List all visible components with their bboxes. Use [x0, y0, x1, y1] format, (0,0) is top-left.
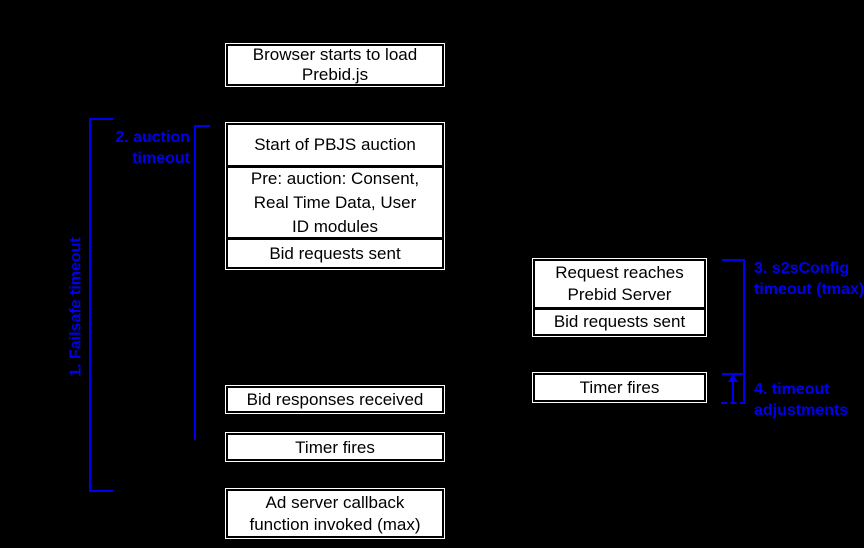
text-line: timeout (tmax)	[754, 281, 864, 298]
box-pre-auction-modules: Pre: auction: Consent, Real Time Data, U…	[228, 165, 442, 237]
text-line: Prebid.js	[301, 65, 369, 84]
text-line: Timer fires	[295, 437, 375, 457]
label-failsafe-timeout: 1. Failsafe timeout	[67, 237, 85, 377]
text-line: Request reaches	[555, 263, 684, 282]
auction-phase-group: Start of PBJS auction Pre: auction: Cons…	[226, 123, 444, 269]
box-timer-fires-server: Timer fires	[533, 373, 706, 402]
up-arrow-icon	[732, 381, 734, 402]
box-timer-fires-client: Timer fires	[226, 433, 444, 461]
text-line: adjustments	[754, 402, 849, 419]
text-line: Pre: auction: Consent,	[250, 168, 420, 188]
text-line: Start of PBJS auction	[254, 135, 416, 154]
text-line: 3. s2sConfig	[754, 260, 850, 277]
text-line: Ad server callback	[265, 492, 405, 512]
text-line: Timer fires	[579, 378, 660, 397]
up-arrow-icon	[728, 374, 738, 382]
box-browser-loads-prebid: Browser starts to load Prebid.js	[226, 44, 444, 86]
box-start-pbjs-auction: Start of PBJS auction	[228, 125, 442, 165]
label-s2sconfig-timeout: 3. s2sConfig timeout (tmax)	[754, 258, 864, 300]
text-line: ID modules	[292, 216, 378, 236]
box-request-reaches-prebid-server: Request reaches Prebid Server	[535, 261, 704, 307]
text-line: Prebid Server	[567, 285, 672, 304]
text-line: 4. timeout	[754, 381, 830, 398]
timeout-adjustment-dashed-line	[721, 402, 746, 404]
box-bid-responses-received: Bid responses received	[226, 386, 444, 413]
server-phase-group: Request reaches Prebid Server Bid reques…	[533, 259, 706, 336]
box-server-bid-requests-sent: Bid requests sent	[535, 307, 704, 334]
text-line: function invoked (max)	[249, 514, 421, 534]
label-auction-timeout: 2. auction timeout	[86, 127, 190, 169]
text-line: Browser starts to load	[252, 45, 418, 64]
text-line: 2. auction	[115, 129, 190, 146]
text-line: Real Time Data, User	[253, 192, 417, 212]
s2s-timeout-extension-line	[743, 373, 745, 404]
text-line: Bid responses received	[246, 390, 424, 409]
box-bid-requests-sent: Bid requests sent	[228, 237, 442, 267]
label-timeout-adjustments: 4. timeout adjustments	[754, 379, 864, 421]
text-line: Bid requests sent	[553, 312, 686, 331]
text-line: timeout	[132, 150, 190, 167]
auction-timeout-bracket	[194, 125, 210, 440]
text-line: Bid requests sent	[269, 243, 401, 263]
box-ad-server-callback: Ad server callback function invoked (max…	[226, 489, 444, 538]
s2s-timeout-bracket	[722, 259, 745, 375]
failsafe-timeout-bracket	[89, 118, 113, 492]
